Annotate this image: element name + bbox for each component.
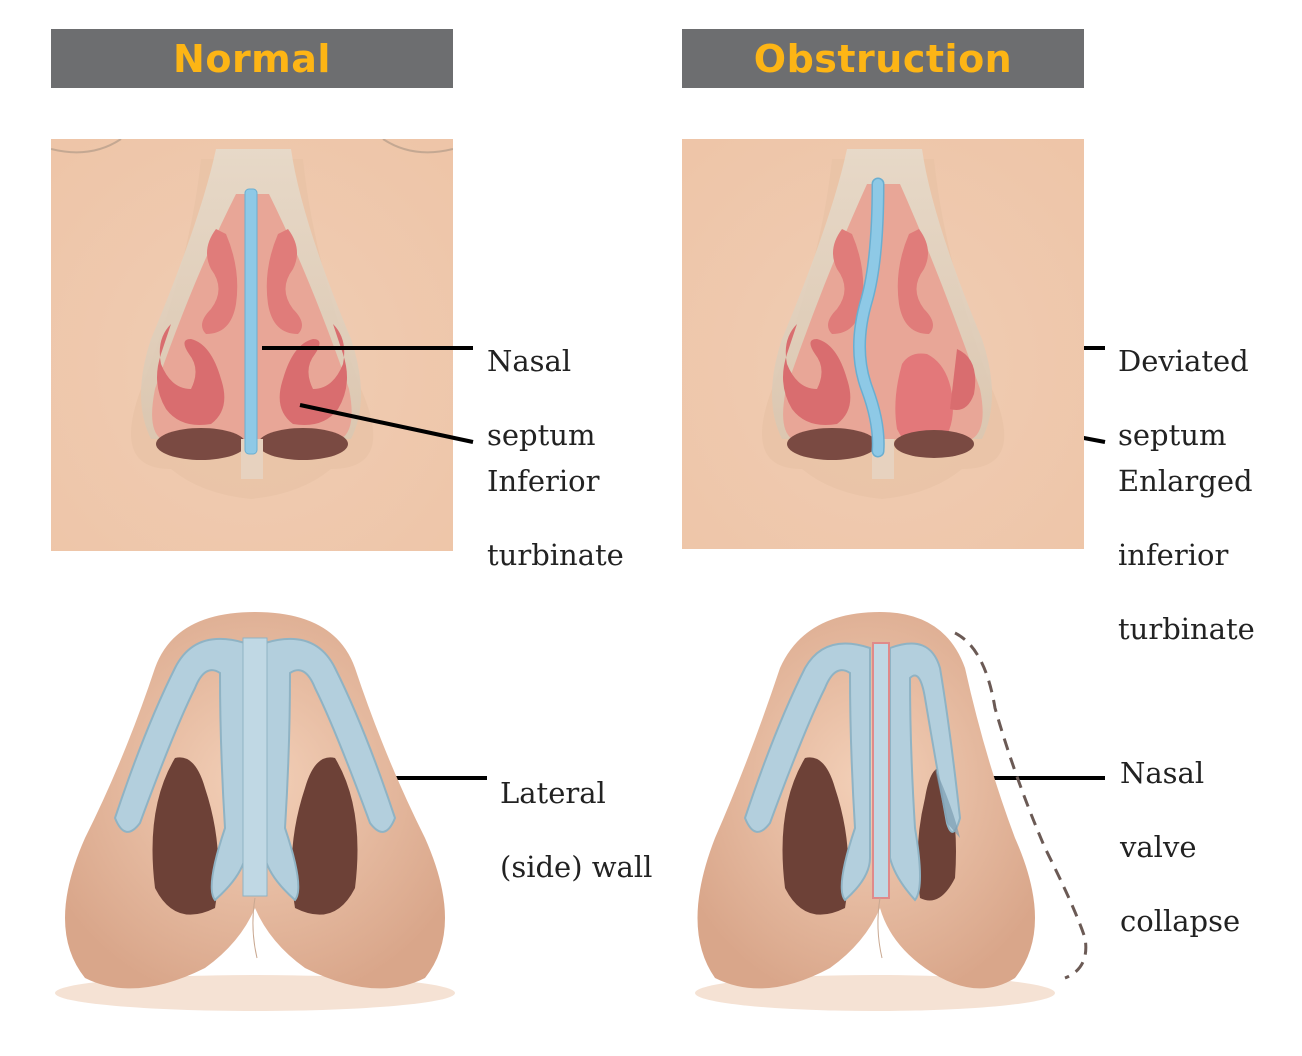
normal-header: Normal [51,29,453,88]
label-line: valve [1120,830,1197,864]
label-line: inferior [1118,538,1229,572]
normal-front-illustration [51,139,453,551]
label-line: Lateral [500,776,606,810]
label-nasal-septum: Nasal septum [487,306,595,491]
label-line: turbinate [487,538,624,572]
obstruction-header: Obstruction [682,29,1084,88]
label-line: Nasal [487,344,572,378]
label-line: Inferior [487,464,600,498]
label-line: Deviated [1118,344,1249,378]
obstruction-front-illustration [682,139,1084,549]
label-line: (side) wall [500,850,653,884]
label-line: septum [1118,418,1227,452]
label-line: collapse [1120,904,1241,938]
label-line: turbinate [1118,612,1255,646]
label-line: septum [487,418,596,452]
label-inferior-turbinate: Inferior turbinate [487,426,624,611]
label-line: Enlarged [1118,464,1253,498]
label-enlarged-inferior-turbinate: Enlarged inferior turbinate [1118,426,1255,685]
label-lateral-side-wall: Lateral (side) wall [500,738,652,923]
obstruction-base-illustration [685,608,1105,1018]
label-nasal-valve-collapse: Nasal valve collapse [1120,718,1240,977]
label-deviated-septum: Deviated septum [1118,306,1249,491]
normal-base-illustration [45,608,465,1018]
obstruction-header-title: Obstruction [753,36,1013,81]
label-line: Nasal [1120,756,1205,790]
normal-header-title: Normal [173,36,331,81]
